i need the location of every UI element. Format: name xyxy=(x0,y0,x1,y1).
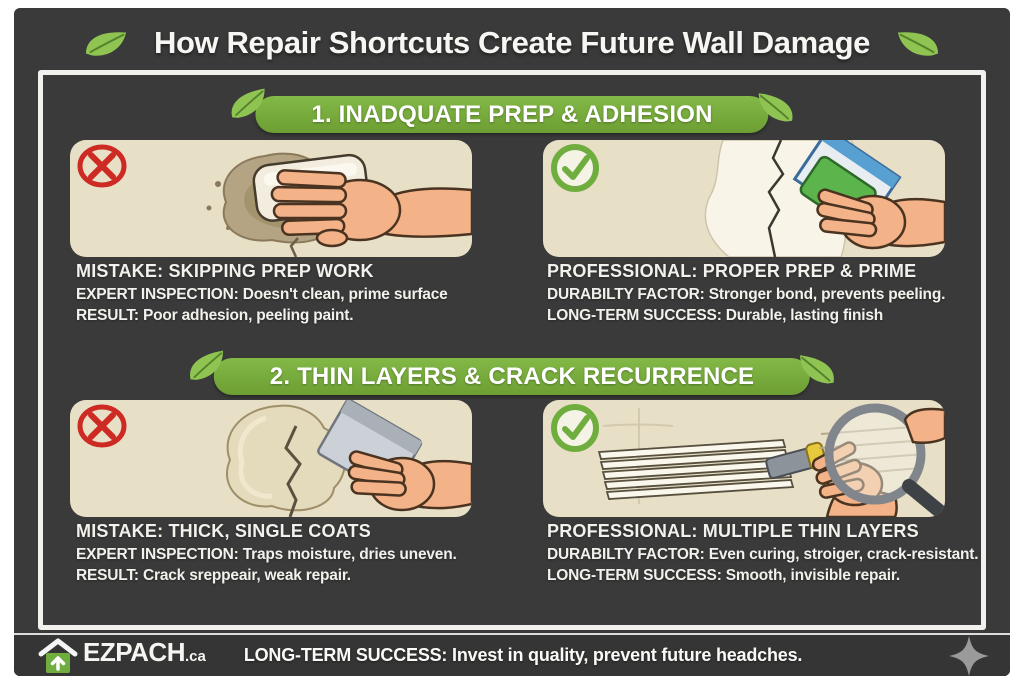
thick-coats-text: MISTAKE: THICK, SINGLE COATS EXPERT INSP… xyxy=(76,521,521,588)
footer-bar: EZPACH.ca LONG-TERM SUCCESS: Invest in q… xyxy=(14,633,1010,676)
section-1-banner: 1. INADQUATE PREP & ADHESION xyxy=(231,88,793,133)
brand-name: EZPACH xyxy=(83,636,185,667)
detail-line: RESULT: Poor adhesion, peeling paint. xyxy=(76,307,521,325)
professional-headline: PROFESSIONAL: MULTIPLE THIN LAYERS xyxy=(547,521,919,541)
detail-text: Even curing, stroiger, crack-resistant. xyxy=(704,546,979,563)
detail-line: DURABILTY FACTOR: Even curing, stroiger,… xyxy=(547,546,987,564)
mistake-headline: MISTAKE: THICK, SINGLE COATS xyxy=(76,521,371,541)
house-logo-icon xyxy=(38,638,78,673)
proper-prep-text: PROFESSIONAL: PROPER PREP & PRIME DURABI… xyxy=(547,261,987,328)
cross-icon xyxy=(77,404,127,448)
detail-label: RESULT: xyxy=(76,307,139,324)
detail-line: LONG-TERM SUCCESS: Smooth, invisible rep… xyxy=(547,567,987,585)
sparkle-icon xyxy=(948,635,990,676)
footer-message-label: LONG-TERM SUCCESS: xyxy=(243,645,448,665)
professional-headline: PROFESSIONAL: PROPER PREP & PRIME xyxy=(547,261,917,281)
skipping-prep-text: MISTAKE: SKIPPING PREP WORK EXPERT INSPE… xyxy=(76,261,521,328)
leaf-icon xyxy=(190,350,223,380)
section-1-title: 1. INADQUATE PREP & ADHESION xyxy=(311,100,713,128)
thin-layers-illustration xyxy=(597,403,945,517)
detail-text: Crack sreppeair, weak repair. xyxy=(138,567,351,584)
detail-label: DURABILTY FACTOR: xyxy=(547,546,705,563)
detail-line: RESULT: Crack sreppeair, weak repair. xyxy=(76,567,521,585)
leaf-icon xyxy=(800,355,835,384)
proper-prep-illustration xyxy=(704,140,945,257)
leaf-icon xyxy=(85,32,127,56)
panel-proper-prep xyxy=(543,140,945,257)
panel-thick-coats xyxy=(70,400,472,517)
footer-message-text: Invest in quality, prevent future headch… xyxy=(447,645,803,665)
check-icon xyxy=(551,404,599,452)
detail-line: DURABILTY FACTOR: Stronger bond, prevent… xyxy=(547,286,987,304)
cross-icon xyxy=(77,144,127,188)
detail-line: EXPERT INSPECTION: Doesn't clean, prime … xyxy=(76,286,521,304)
detail-label: RESULT: xyxy=(76,567,139,584)
brand-suffix: .ca xyxy=(184,647,206,665)
leaf-icon xyxy=(758,93,793,122)
leaf-icon xyxy=(897,32,939,56)
detail-label: EXPERT INSPECTION: xyxy=(76,546,239,563)
detail-text: Poor adhesion, peeling paint. xyxy=(138,307,354,324)
thick-coats-illustration xyxy=(226,400,472,517)
content-frame: 1. INADQUATE PREP & ADHESION xyxy=(38,70,986,630)
detail-text: Doesn't clean, prime surface xyxy=(238,286,448,303)
detail-text: Durable, lasting finish xyxy=(721,307,884,324)
detail-line: LONG-TERM SUCCESS: Durable, lasting fini… xyxy=(547,307,987,325)
detail-text: Stronger bond, prevents peeling. xyxy=(704,286,946,303)
footer-message: LONG-TERM SUCCESS: Invest in quality, pr… xyxy=(243,645,803,666)
section-2-banner: 2. THIN LAYERS & CRACK RECURRENCE xyxy=(190,350,835,395)
panel-thin-layers xyxy=(543,400,945,517)
detail-text: Smooth, invisible repair. xyxy=(721,567,900,584)
leaf-icon xyxy=(231,88,265,118)
thin-layers-text: PROFESSIONAL: MULTIPLE THIN LAYERS DURAB… xyxy=(547,521,987,588)
skipping-prep-illustration xyxy=(206,152,472,257)
detail-label: EXPERT INSPECTION: xyxy=(76,286,239,303)
detail-label: LONG-TERM SUCCESS: xyxy=(547,307,722,324)
page-title: How Repair Shortcuts Create Future Wall … xyxy=(154,25,870,60)
detail-label: LONG-TERM SUCCESS: xyxy=(547,567,722,584)
detail-line: EXPERT INSPECTION: Traps moisture, dries… xyxy=(76,546,521,564)
mistake-headline: MISTAKE: SKIPPING PREP WORK xyxy=(76,261,374,281)
panel-skipping-prep xyxy=(70,140,472,257)
detail-label: DURABILTY FACTOR: xyxy=(547,286,705,303)
infographic-card: How Repair Shortcuts Create Future Wall … xyxy=(14,8,1010,676)
magnifier-icon xyxy=(824,403,945,517)
section-2-title: 2. THIN LAYERS & CRACK RECURRENCE xyxy=(269,362,755,390)
title-row: How Repair Shortcuts Create Future Wall … xyxy=(14,18,1010,68)
brand-logo: EZPACH.ca xyxy=(38,637,206,675)
detail-text: Traps moisture, dries uneven. xyxy=(238,546,457,563)
check-icon xyxy=(551,144,599,192)
